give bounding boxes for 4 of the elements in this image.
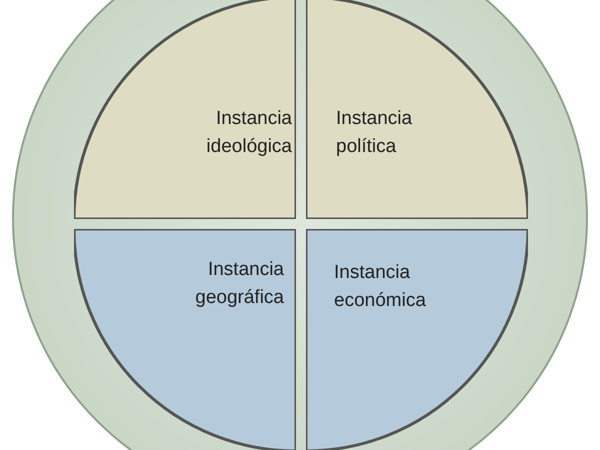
quadrant-label: Instancia económica	[334, 261, 427, 313]
quadrant-label: Instancia geográfica	[194, 258, 284, 310]
quadrant-label: Instancia política	[336, 107, 414, 159]
quadrant-label: Instancia ideológica	[205, 107, 292, 159]
